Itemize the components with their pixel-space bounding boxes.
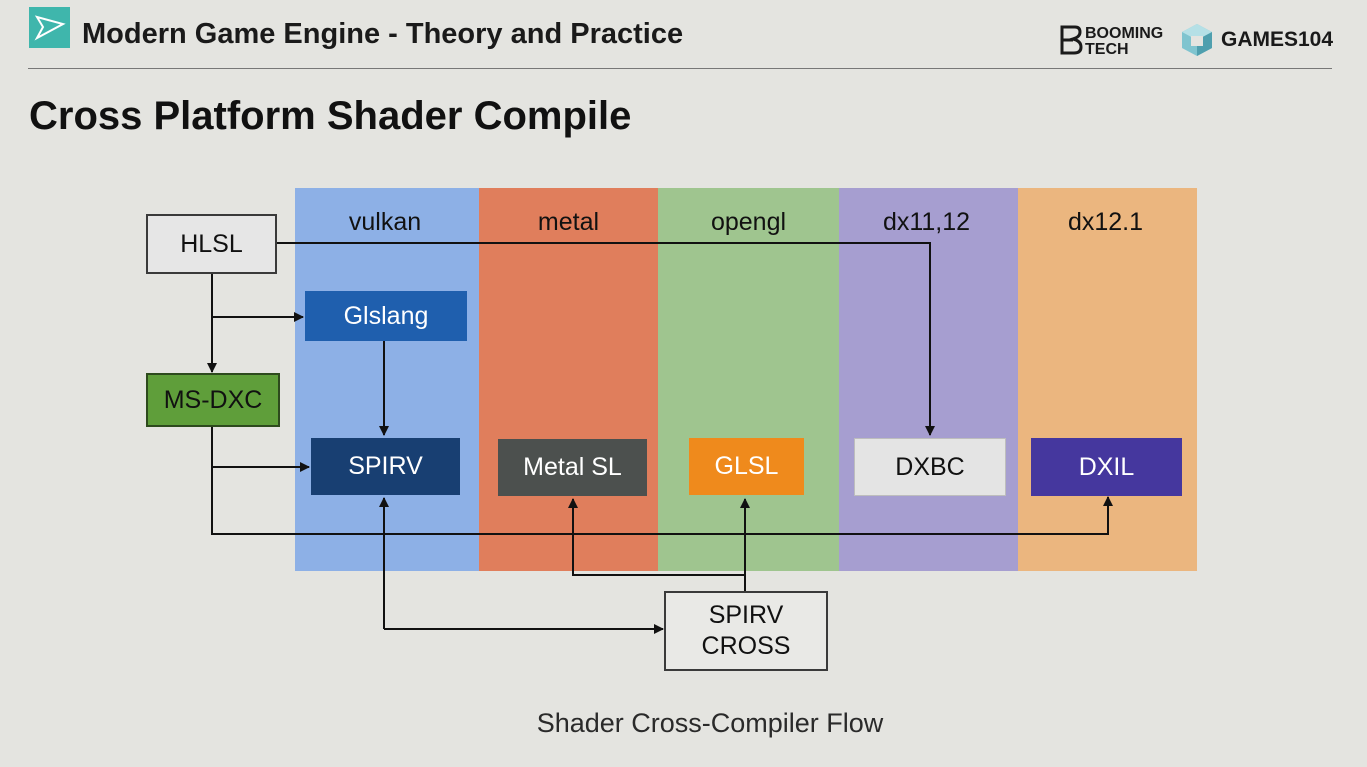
games104-logo-icon xyxy=(1180,22,1214,63)
course-title: Modern Game Engine - Theory and Practice xyxy=(82,18,684,50)
course-logo-icon xyxy=(29,7,70,48)
booming-tech-logo-icon xyxy=(1059,24,1083,61)
column-label-opengl: opengl xyxy=(710,208,787,236)
node-hlsl: HLSL xyxy=(146,214,277,274)
brand-primary: BOOMING TECH xyxy=(1085,25,1164,58)
column-label-dx11-12: dx11,12 xyxy=(882,208,971,236)
column-label-dx12-1: dx12.1 xyxy=(1067,208,1144,236)
slide-title: Cross Platform Shader Compile xyxy=(29,94,632,138)
header-divider xyxy=(28,68,1332,69)
node-ms-dxc: MS-DXC xyxy=(146,373,280,427)
column-vulkan xyxy=(295,188,479,571)
column-dx11-12 xyxy=(839,188,1018,571)
column-label-metal: metal xyxy=(537,208,600,236)
column-label-vulkan: vulkan xyxy=(348,208,422,236)
node-spirv: SPIRV xyxy=(311,438,460,495)
diagram-caption: Shader Cross-Compiler Flow xyxy=(536,708,884,738)
node-metal-sl: Metal SL xyxy=(498,439,647,496)
node-glslang: Glslang xyxy=(305,291,467,341)
node-dxbc: DXBC xyxy=(854,438,1006,496)
node-spirv-cross: SPIRV CROSS xyxy=(664,591,828,671)
node-dxil: DXIL xyxy=(1031,438,1182,496)
node-spirv-cross-line1: SPIRV xyxy=(708,601,784,629)
node-glsl: GLSL xyxy=(689,438,804,495)
node-spirv-cross-line2: CROSS xyxy=(701,632,791,660)
brand-secondary: GAMES104 xyxy=(1221,28,1334,51)
